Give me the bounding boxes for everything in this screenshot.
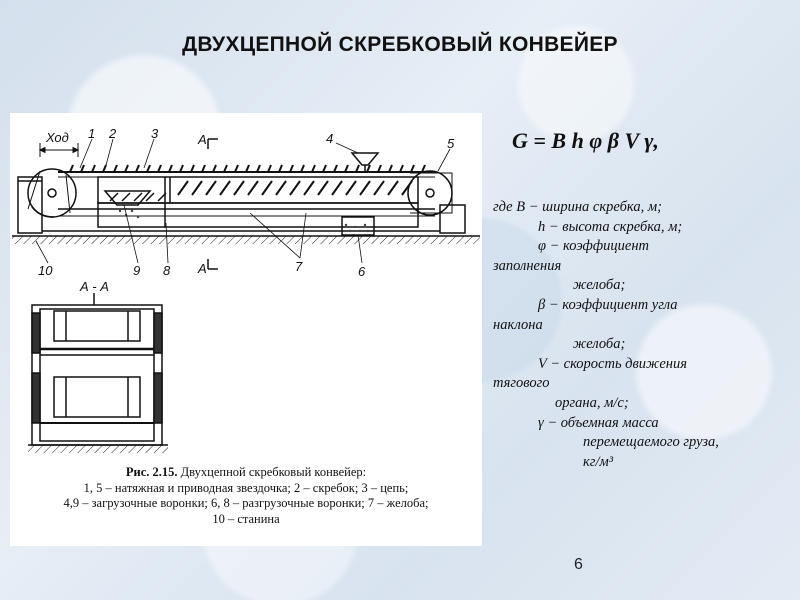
conveyor-diagram: Ход 1 2 3 4 5 6 7 8 9 10 A A А - А	[12, 126, 480, 453]
loading-hopper-inner	[103, 190, 152, 206]
figure-caption: Рис. 2.15. Двухцепной скребковый конвейе…	[10, 465, 482, 527]
legend-line-2: h − высота скребка, м;	[538, 218, 683, 235]
ground	[12, 235, 480, 244]
label-2: 2	[108, 126, 117, 141]
section-view	[31, 293, 163, 446]
page-number: 6	[574, 556, 583, 573]
label-1: 1	[88, 126, 95, 141]
legend-line-9: V − скорость движения	[538, 355, 687, 372]
label-6: 6	[358, 264, 366, 279]
label-3: 3	[151, 126, 159, 141]
label-stroke: Ход	[45, 130, 69, 145]
legend-line-12: γ − объемная масса	[538, 414, 659, 431]
legend-line-6: β − коэффициент угла	[538, 296, 678, 313]
loading-hopper	[350, 152, 380, 171]
label-4: 4	[326, 131, 333, 146]
label-section-view: А - А	[79, 279, 109, 294]
chain-bottom	[58, 208, 435, 217]
label-7: 7	[295, 259, 303, 274]
figure-panel: Ход 1 2 3 4 5 6 7 8 9 10 A A А - А	[10, 113, 482, 546]
legend-line-11: органа, м/с;	[555, 394, 629, 411]
label-section-bottom: A	[197, 261, 207, 276]
legend-line-10: тягового	[493, 375, 550, 392]
label-section-top: A	[197, 132, 207, 147]
leader-lines	[35, 138, 451, 264]
label-5: 5	[447, 136, 455, 151]
stroke-dimension	[38, 143, 80, 157]
legend-line-8: желоба;	[573, 336, 626, 353]
drive-sprocket	[407, 170, 453, 216]
legend-line-4: заполнения	[493, 257, 562, 274]
legend-line-3: φ − коэффициент	[538, 238, 649, 255]
legend-line-5: желоба;	[573, 277, 626, 294]
caption-line-3: 10 – станина	[212, 511, 280, 526]
caption-title: Двухцепной скребковый конвейер:	[180, 465, 367, 479]
trough	[97, 176, 419, 228]
tension-sprocket	[27, 168, 77, 218]
caption-number: Рис. 2.15.	[125, 465, 178, 479]
legend-line-14: кг/м³	[583, 453, 614, 470]
caption-line-2: 4,9 – загрузочные воронки; 6, 8 – разгру…	[63, 496, 429, 510]
material-piles	[118, 209, 370, 233]
slide-title: ДВУХЦЕПНОЙ СКРЕБКОВЫЙ КОНВЕЙЕР	[182, 33, 618, 56]
label-9: 9	[133, 263, 140, 278]
section-marker	[207, 138, 218, 270]
caption-line-1: 1, 5 – натяжная и приводная звездочка; 2…	[83, 480, 409, 495]
caption-heading: Рис. 2.15. Двухцепной скребковый конвейе…	[10, 465, 482, 481]
formula-legend: где B − ширина скребка, м; h − высота ск…	[493, 198, 793, 472]
chain-top	[58, 164, 435, 178]
section-ground	[28, 444, 168, 453]
scrapers	[109, 180, 413, 202]
legend-line-13: перемещаемого груза,	[583, 434, 719, 451]
legend-line-7: наклона	[493, 316, 543, 333]
formula: G = B h φ β V γ,	[512, 128, 659, 153]
unloading-chute	[341, 216, 375, 236]
label-10: 10	[38, 263, 53, 278]
label-8: 8	[163, 263, 171, 278]
legend-line-1: где B − ширина скребка, м;	[493, 199, 662, 215]
